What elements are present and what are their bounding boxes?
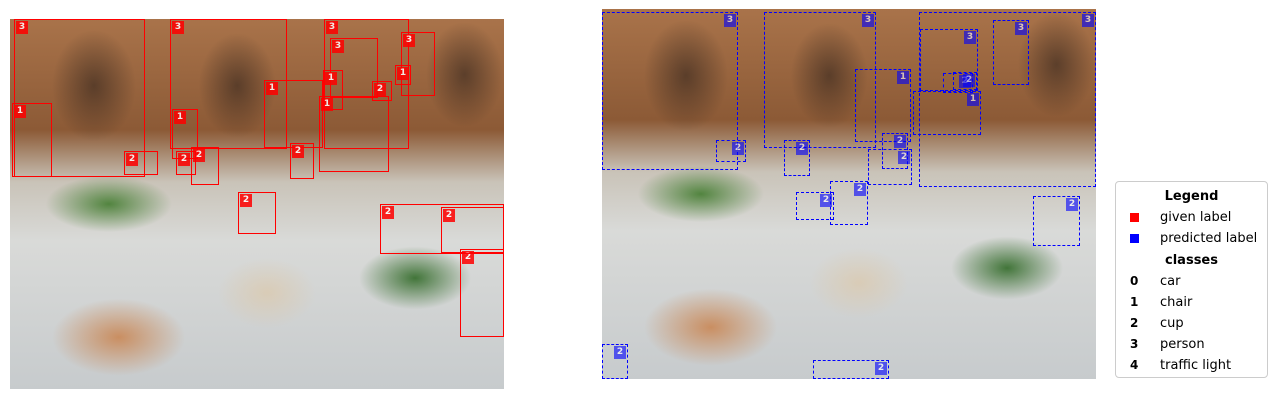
predicted-box: 2 — [1033, 196, 1080, 246]
legend-entry-predicted: predicted label — [1116, 228, 1267, 249]
given-box: 2 — [290, 143, 314, 179]
given-box: 3 — [170, 19, 287, 149]
legend-predicted-text: predicted label — [1160, 231, 1258, 246]
predicted-box: 3 — [602, 12, 738, 170]
given-box-label: 2 — [178, 153, 190, 166]
predicted-box-label: 3 — [1082, 14, 1094, 27]
given-box: 3 — [14, 19, 145, 177]
given-box-label: 3 — [332, 40, 344, 53]
given-box-label: 2 — [462, 251, 474, 264]
given-box: 1 — [395, 65, 411, 85]
predicted-box-label: 2 — [894, 135, 906, 148]
legend-class-row: 1 chair — [1116, 292, 1267, 313]
predicted-box-label: 2 — [614, 346, 626, 359]
given-box: 2 — [238, 192, 276, 234]
given-box: 2 — [460, 249, 504, 337]
legend-classes-title: classes — [1165, 253, 1218, 268]
given-box-label: 2 — [240, 194, 252, 207]
given-box: 3 — [330, 38, 378, 98]
predicted-box-label: 1 — [897, 71, 909, 84]
legend-given-text: given label — [1160, 210, 1232, 225]
given-box: 1 — [323, 70, 343, 110]
given-box-label: 1 — [14, 105, 26, 118]
class-id: 4 — [1130, 358, 1139, 372]
given-box-label: 2 — [374, 83, 386, 96]
given-box: 1 — [12, 103, 52, 177]
given-box: 2 — [372, 81, 392, 101]
given-box-label: 1 — [397, 67, 409, 80]
predicted-box-label: 3 — [862, 14, 874, 27]
predicted-labels-image: 3 3 3 3 3 1 1 2 2 2 2 2 2 2 2 2 2 2 — [602, 9, 1096, 379]
predicted-box: 1 — [913, 91, 981, 135]
predicted-box-label: 2 — [875, 362, 887, 375]
legend-class-row: 2 cup — [1116, 313, 1267, 334]
red-square-marker — [1130, 213, 1139, 222]
given-box: 2 — [380, 204, 504, 254]
given-box: 3 — [401, 32, 435, 96]
given-box-label: 3 — [172, 21, 184, 34]
legend-class-row: 4 traffic light — [1116, 355, 1267, 376]
class-name: chair — [1160, 295, 1193, 310]
class-id: 0 — [1130, 274, 1139, 288]
predicted-box: 2 — [868, 149, 912, 185]
legend-entry-given: given label — [1116, 207, 1267, 228]
predicted-box-label: 3 — [724, 14, 736, 27]
predicted-box: 3 — [919, 12, 1096, 187]
given-box-label: 2 — [292, 145, 304, 158]
predicted-box: 3 — [920, 29, 978, 91]
given-box-label: 3 — [326, 21, 338, 34]
predicted-box-label: 3 — [1015, 22, 1027, 35]
predicted-box-label: 2 — [732, 142, 744, 155]
class-id: 1 — [1130, 295, 1139, 309]
predicted-box: 2 — [602, 344, 628, 379]
dining-table-photo — [602, 9, 1096, 379]
predicted-box-label: 2 — [1066, 198, 1078, 211]
given-labels-image: 3 3 3 3 3 1 1 1 1 1 1 2 2 2 2 2 2 2 2 2 — [10, 19, 504, 389]
predicted-box: 1 — [855, 69, 911, 142]
predicted-box-label: 3 — [964, 31, 976, 44]
predicted-box: 2 — [813, 360, 889, 379]
legend-class-row: 0 car — [1116, 271, 1267, 292]
given-box: 2 — [191, 147, 219, 185]
given-box-label: 3 — [16, 21, 28, 34]
predicted-box-label: 2 — [854, 183, 866, 196]
legend-class-row: 3 person — [1116, 334, 1267, 355]
given-box-label: 1 — [174, 111, 186, 124]
given-box-label: 2 — [443, 209, 455, 222]
predicted-box: 2 — [830, 181, 868, 225]
predicted-box: 2 — [716, 140, 746, 162]
legend-title: Legend — [1164, 189, 1219, 204]
given-box-label: 3 — [403, 34, 415, 47]
given-box-label: 1 — [321, 98, 333, 111]
predicted-box: 2 — [796, 192, 834, 220]
class-id: 3 — [1130, 337, 1139, 351]
given-box-label: 2 — [193, 149, 205, 162]
predicted-box: 2 — [784, 140, 810, 176]
predicted-box-label: 1 — [967, 93, 979, 106]
given-box-label: 1 — [325, 72, 337, 85]
given-box-label: 2 — [382, 206, 394, 219]
given-box: 2 — [176, 151, 196, 175]
predicted-box: 2 — [953, 72, 977, 90]
predicted-box-label: 2 — [796, 142, 808, 155]
predicted-box: 3 — [764, 12, 876, 148]
predicted-box-label: 2 — [820, 194, 832, 207]
class-id: 2 — [1130, 316, 1139, 330]
given-box: 2 — [124, 151, 158, 175]
given-box-label: 1 — [266, 82, 278, 95]
given-box: 1 — [264, 80, 323, 148]
predicted-box-label: 2 — [963, 74, 975, 87]
given-box: 1 — [172, 109, 198, 159]
predicted-box: 3 — [993, 20, 1029, 85]
legend: Legend given label predicted label class… — [1115, 181, 1268, 378]
class-name: cup — [1160, 316, 1184, 331]
given-box: 1 — [319, 96, 389, 172]
class-name: person — [1160, 337, 1205, 352]
class-name: car — [1160, 274, 1181, 289]
blue-square-marker — [1130, 234, 1139, 243]
given-box-label: 2 — [126, 153, 138, 166]
predicted-box-label: 2 — [898, 151, 910, 164]
class-name: traffic light — [1160, 358, 1232, 373]
